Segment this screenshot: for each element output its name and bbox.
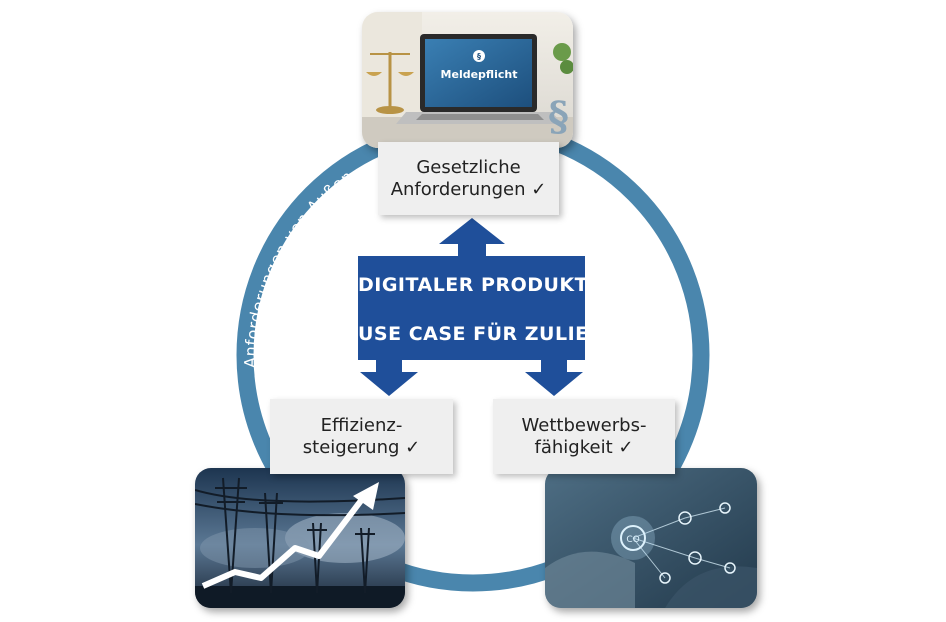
center-title: DIGITALER PRODUKTPASS: [358, 274, 585, 296]
arrow-down-right: [525, 355, 583, 396]
center-subtitle: USE CASE FÜR ZULIEFERER: [358, 323, 585, 345]
screen-text: Meldepflicht: [441, 68, 518, 81]
box-legal-line2: Anforderungen ✓: [391, 179, 547, 201]
photo-efficiency: [195, 468, 405, 608]
laptop-illustration: § Meldepflicht §: [362, 12, 573, 148]
box-efficiency-line2: steigerung ✓: [303, 437, 420, 459]
photo-competitiveness: CO: [545, 468, 757, 608]
svg-text:§: §: [548, 93, 569, 140]
power-lines-illustration: [195, 468, 405, 608]
box-legal-line1: Gesetzliche: [416, 157, 520, 179]
box-efficiency: Effizienz- steigerung ✓: [270, 399, 453, 474]
box-competitiveness-line2: fähigkeit ✓: [535, 437, 634, 459]
digital-network-illustration: CO: [545, 468, 757, 608]
box-competitiveness-line1: Wettbewerbs-: [522, 415, 647, 437]
svg-text:§: §: [477, 52, 481, 61]
box-efficiency-line1: Effizienz-: [321, 415, 403, 437]
box-legal-requirements: Gesetzliche Anforderungen ✓: [378, 142, 559, 215]
arrow-down-left: [360, 355, 418, 396]
photo-legal-requirements: § Meldepflicht §: [362, 12, 573, 148]
box-competitiveness: Wettbewerbs- fähigkeit ✓: [493, 399, 675, 474]
